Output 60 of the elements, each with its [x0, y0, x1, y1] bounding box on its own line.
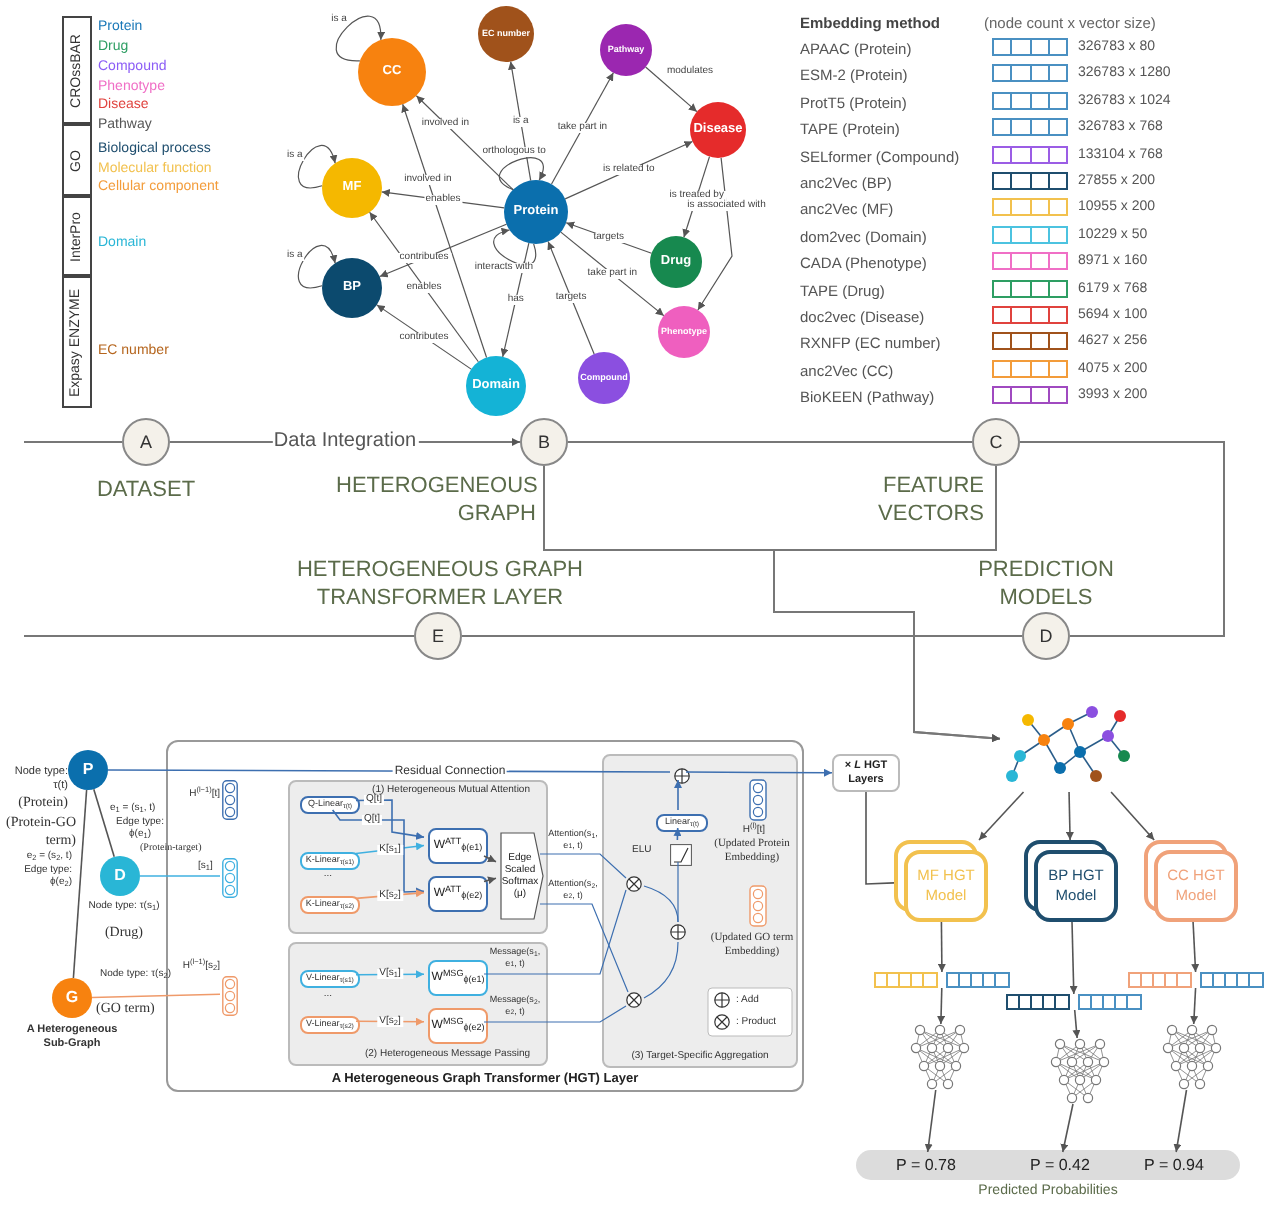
feature-vectors — [872, 972, 1012, 988]
probability-value: P = 0.94 — [1134, 1152, 1214, 1178]
graph-node: P — [68, 750, 108, 790]
connector-arrow — [1072, 1009, 1081, 1039]
connector-arrow — [1191, 921, 1200, 973]
connector-arrow — [376, 304, 472, 370]
connector-arrow — [645, 66, 698, 113]
step-caption: DATASET — [94, 478, 198, 506]
connector-arrow — [1110, 791, 1155, 841]
connector-arrow — [773, 465, 1001, 743]
graph-node: D — [100, 856, 140, 896]
connector-arrow — [369, 211, 479, 363]
connector-arrow — [673, 827, 682, 841]
connector-arrow — [297, 145, 337, 189]
connector-arrow — [978, 791, 1025, 841]
module-panel — [288, 942, 548, 1066]
connector-arrow — [1060, 1103, 1074, 1153]
connector-arrow — [483, 876, 497, 885]
connector-arrow — [560, 231, 665, 317]
connector-arrow — [297, 245, 337, 289]
connector-arrow — [415, 95, 514, 191]
connector-arrow — [335, 15, 385, 62]
step-caption: PREDICTION MODELS — [976, 558, 1116, 613]
connector-arrow — [937, 987, 946, 1025]
connector-arrow — [550, 72, 614, 185]
module-panel — [288, 780, 548, 934]
activation-icon — [670, 844, 692, 866]
neural-network-drawing — [1048, 1038, 1112, 1104]
connector-arrow — [1190, 987, 1199, 1025]
connector-arrow — [924, 1089, 937, 1153]
neural-network-drawing — [908, 1024, 972, 1090]
connector-arrow — [355, 799, 425, 840]
feature-vectors — [1126, 972, 1266, 988]
connector-arrow — [500, 242, 530, 358]
step-caption: HETEROGENEOUS GRAPH — [336, 474, 536, 529]
edge-label: Data Integration — [271, 432, 419, 452]
neural-network-drawing — [1160, 1024, 1224, 1090]
add-icon — [674, 768, 690, 784]
vector-icon — [222, 858, 238, 898]
probability-value: P = 0.78 — [886, 1152, 966, 1178]
probability-bar — [856, 1150, 1240, 1180]
connector-arrow — [1069, 921, 1078, 995]
connector-arrow — [401, 103, 488, 359]
connector-arrow — [331, 809, 425, 896]
connector-arrow — [547, 241, 595, 355]
vector-icon — [222, 780, 238, 820]
step-caption: FEATURE VECTORS — [876, 474, 984, 529]
graph-node: G — [52, 978, 92, 1018]
connector-arrow — [937, 921, 946, 973]
step-caption: HETEROGENEOUS GRAPH TRANSFORMER LAYER — [294, 558, 586, 613]
vector-icon — [222, 976, 238, 1016]
connector-arrow — [499, 157, 546, 191]
connector-arrow — [483, 854, 497, 863]
connector-arrow — [508, 61, 532, 182]
feature-vectors — [1004, 994, 1144, 1010]
connector-arrow — [1173, 1089, 1188, 1153]
connector-arrow — [1065, 791, 1074, 841]
probability-value: P = 0.42 — [1020, 1152, 1100, 1178]
connector-arrow — [685, 768, 833, 777]
connector-arrow — [674, 779, 682, 811]
